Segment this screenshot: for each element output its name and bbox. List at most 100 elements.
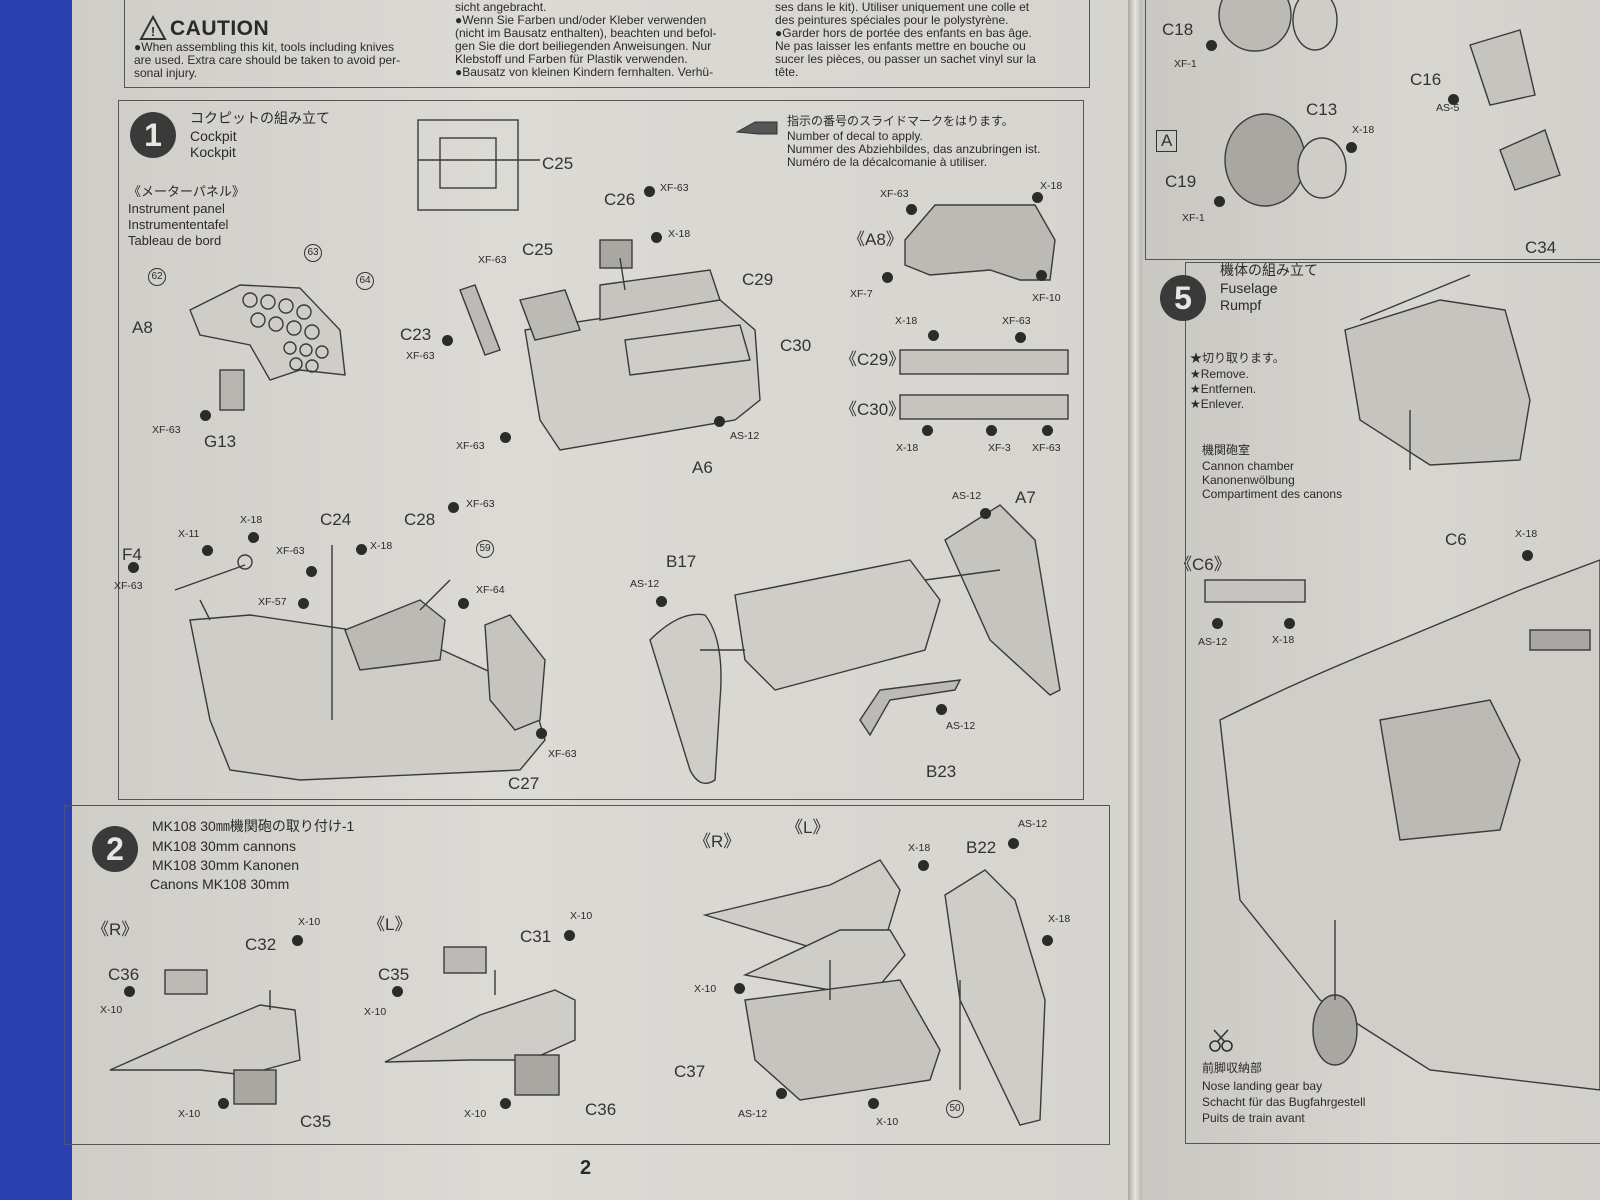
paint-code: X-18	[896, 442, 919, 454]
paint-dot	[218, 1098, 229, 1109]
paint-dot	[868, 1098, 879, 1109]
paint-code: AS-12	[1198, 636, 1228, 648]
paint-code: AS-5	[1436, 102, 1460, 114]
part-label: C19	[1165, 172, 1197, 191]
side-label: 《L》	[786, 818, 830, 837]
step2-title-fr: Canons MK108 30mm	[150, 876, 290, 892]
paint-code: AS-12	[730, 430, 760, 442]
paint-dot	[248, 532, 259, 543]
part-label: C31	[520, 927, 552, 946]
paint-dot	[500, 1098, 511, 1109]
part-label: C29	[742, 270, 774, 289]
paint-dot	[1212, 618, 1223, 629]
part-label: C32	[245, 935, 277, 954]
paint-code: X-18	[1272, 634, 1295, 646]
svg-text:!: !	[151, 24, 155, 39]
warning-triangle-icon: !	[139, 14, 167, 40]
paint-dot	[128, 562, 139, 573]
paint-dot	[980, 508, 991, 519]
paint-code: X-10	[298, 916, 321, 928]
part-sprue-label: A	[1156, 130, 1178, 152]
paint-code: XF-63	[660, 182, 689, 194]
gear-note-fr: Puits de train avant	[1202, 1111, 1305, 1125]
cannon-note-de: Kanonenwölbung	[1202, 473, 1295, 487]
paint-dot	[1008, 838, 1019, 849]
caution-title: CAUTION	[170, 17, 270, 40]
paint-code: X-18	[895, 315, 918, 327]
paint-dot	[306, 566, 317, 577]
part-label: C26	[604, 190, 636, 209]
remove-note-en: ★Remove.	[1190, 367, 1249, 381]
part-label: A6	[692, 458, 713, 477]
paint-code: X-18	[1352, 124, 1375, 136]
part-label: C36	[108, 965, 140, 984]
paint-code: XF-1	[1182, 212, 1205, 224]
step5-title-en: Fuselage	[1220, 280, 1278, 296]
part-label: C34	[1525, 238, 1557, 257]
paint-code: X-10	[364, 1006, 387, 1018]
step2-title-de: MK108 30mm Kanonen	[152, 857, 300, 873]
caution-en-line: sonal injury.	[134, 66, 198, 80]
paint-code: X-18	[908, 842, 931, 854]
part-label: A7	[1015, 488, 1036, 507]
paint-dot	[1346, 142, 1357, 153]
caution-de-line: sicht angebracht.	[455, 0, 547, 14]
part-label: C6	[1445, 530, 1467, 549]
step1-number: 1	[130, 112, 176, 158]
page-fold	[1128, 0, 1142, 1200]
gear-note-en: Nose landing gear bay	[1202, 1079, 1323, 1093]
paint-dot	[928, 330, 939, 341]
paint-code: XF-63	[276, 545, 305, 557]
part-label: C28	[404, 510, 436, 529]
paint-dot	[1206, 40, 1217, 51]
part-label: C13	[1306, 100, 1338, 119]
caution-fr-line: Ne pas laisser les enfants mettre en bou…	[775, 39, 1026, 53]
cannon-note-fr: Compartiment des canons	[1202, 487, 1343, 501]
step5-number: 5	[1160, 275, 1206, 321]
page-number: 2	[580, 1157, 592, 1179]
paint-code: AS-12	[952, 490, 982, 502]
paint-dot	[356, 544, 367, 555]
part-label: C25	[542, 154, 574, 173]
cannon-note-en: Cannon chamber	[1202, 459, 1295, 473]
step1-title-jp: コクピットの組み立て	[190, 110, 330, 126]
part-label: A8	[132, 318, 153, 337]
paint-dot	[714, 416, 725, 427]
decal-note-de: Nummer des Abziehbildes, das anzubringen…	[787, 142, 1041, 156]
step1-title-en: Cockpit	[190, 128, 237, 144]
paint-dot	[1015, 332, 1026, 343]
panel-title-en: Instrument panel	[128, 201, 225, 216]
paint-code: X-11	[178, 528, 200, 540]
paint-dot	[1284, 618, 1295, 629]
paint-code: X-10	[876, 1116, 899, 1128]
decal-number: 59	[476, 540, 494, 558]
decal-number: 64	[356, 272, 374, 290]
decal-number: 50	[946, 1100, 964, 1118]
paint-code: X-10	[694, 983, 717, 995]
paint-code: XF-3	[988, 442, 1011, 454]
paint-dot	[936, 704, 947, 715]
step1-box	[118, 100, 1084, 800]
paint-code: XF-63	[466, 498, 495, 510]
panel-title-jp: 《メーターパネル》	[128, 184, 245, 199]
paint-dot	[656, 596, 667, 607]
paint-dot	[922, 425, 933, 436]
paint-dot	[906, 204, 917, 215]
paint-dot	[392, 986, 403, 997]
part-label: C27	[508, 774, 540, 793]
paint-code: XF-63	[152, 424, 181, 436]
part-label: 《C6》	[1175, 555, 1231, 574]
caution-en-line: are used. Extra care should be taken to …	[134, 53, 401, 67]
paint-dot	[1042, 425, 1053, 436]
caution-de-line: gen Sie die dort beiliegenden Anweisunge…	[455, 39, 712, 53]
remove-note-jp: ★切り取ります。	[1190, 351, 1285, 365]
paint-code: AS-12	[946, 720, 976, 732]
paint-code: X-18	[1515, 528, 1538, 540]
paint-code: XF-57	[258, 596, 287, 608]
paint-code: XF-10	[1032, 292, 1061, 304]
paint-dot	[986, 425, 997, 436]
part-label: 《A8》	[848, 230, 903, 249]
scissors-icon	[1209, 1029, 1233, 1052]
caution-de-line: Klebstoff und Farben für Plastik verwend…	[455, 52, 688, 66]
